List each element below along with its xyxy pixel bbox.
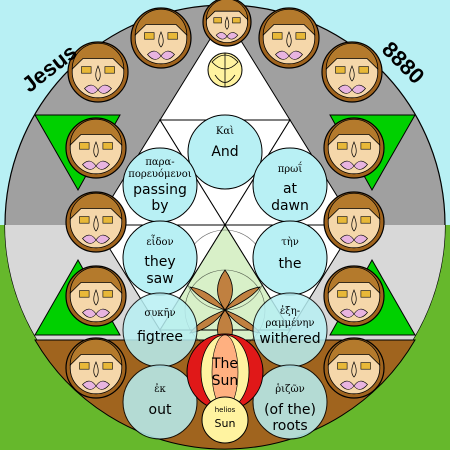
face-9 bbox=[65, 265, 127, 327]
greek-paraporeuomenoi-1: παρα- bbox=[145, 157, 174, 168]
sun-label-2: Sun bbox=[212, 373, 239, 389]
greek-exerammenen-1: ἐξη- bbox=[280, 306, 300, 317]
face-6 bbox=[323, 117, 385, 179]
english-proi-2: dawn bbox=[271, 198, 309, 214]
face-1 bbox=[130, 7, 192, 69]
english-paraporeuomenoi-1: passing bbox=[133, 182, 187, 198]
face-7 bbox=[65, 191, 127, 253]
greek-paraporeuomenoi-2: πορευόμενοι bbox=[128, 169, 192, 180]
face-8 bbox=[323, 191, 385, 253]
greek-rizon: ῥιζῶν bbox=[275, 384, 304, 395]
english-ek: out bbox=[149, 402, 172, 418]
greek-kai: Καὶ bbox=[216, 126, 234, 137]
english-eidon-1: they bbox=[144, 254, 175, 270]
face-12 bbox=[323, 337, 385, 399]
top-sun-symbol bbox=[207, 52, 243, 88]
greek-ten: τὴν bbox=[281, 237, 299, 248]
english-eidon-2: saw bbox=[146, 271, 173, 287]
greek-exerammenen-2: ραμμένην bbox=[266, 318, 315, 329]
central-sun bbox=[186, 333, 264, 444]
english-proi-1: at bbox=[283, 181, 298, 197]
english-rizon-1: (of the) bbox=[264, 402, 316, 418]
face-0 bbox=[202, 0, 252, 47]
greek-proi: πρωΐ bbox=[278, 162, 303, 175]
face-4 bbox=[321, 41, 383, 103]
face-3 bbox=[67, 41, 129, 103]
english-rizon-2: roots bbox=[272, 418, 307, 434]
sphere-exerammenen bbox=[252, 292, 328, 368]
english-exerammenen: withered bbox=[259, 331, 320, 347]
greek-suken: συκῆν bbox=[144, 308, 175, 319]
sun-greek: helios bbox=[215, 406, 236, 414]
english-ten: the bbox=[279, 256, 302, 272]
face-10 bbox=[323, 265, 385, 327]
face-5 bbox=[65, 117, 127, 179]
sphere-rizon bbox=[252, 364, 328, 440]
greek-ek: ἐκ bbox=[154, 384, 166, 395]
sun-sub: Sun bbox=[215, 417, 236, 430]
sun-label-1: The bbox=[211, 356, 238, 372]
face-2 bbox=[258, 7, 320, 69]
faces-group bbox=[65, 0, 385, 399]
english-kai: And bbox=[211, 144, 238, 160]
english-suken: figtree bbox=[137, 329, 183, 345]
sphere-kai bbox=[187, 114, 263, 190]
english-paraporeuomenoi-2: by bbox=[151, 198, 168, 214]
face-11 bbox=[65, 337, 127, 399]
greek-eidon: εἶδον bbox=[146, 235, 173, 248]
word-labels: Καὶ And παρα- πορευόμενοι passing by πρω… bbox=[128, 126, 320, 434]
sphere-ek bbox=[122, 364, 198, 440]
